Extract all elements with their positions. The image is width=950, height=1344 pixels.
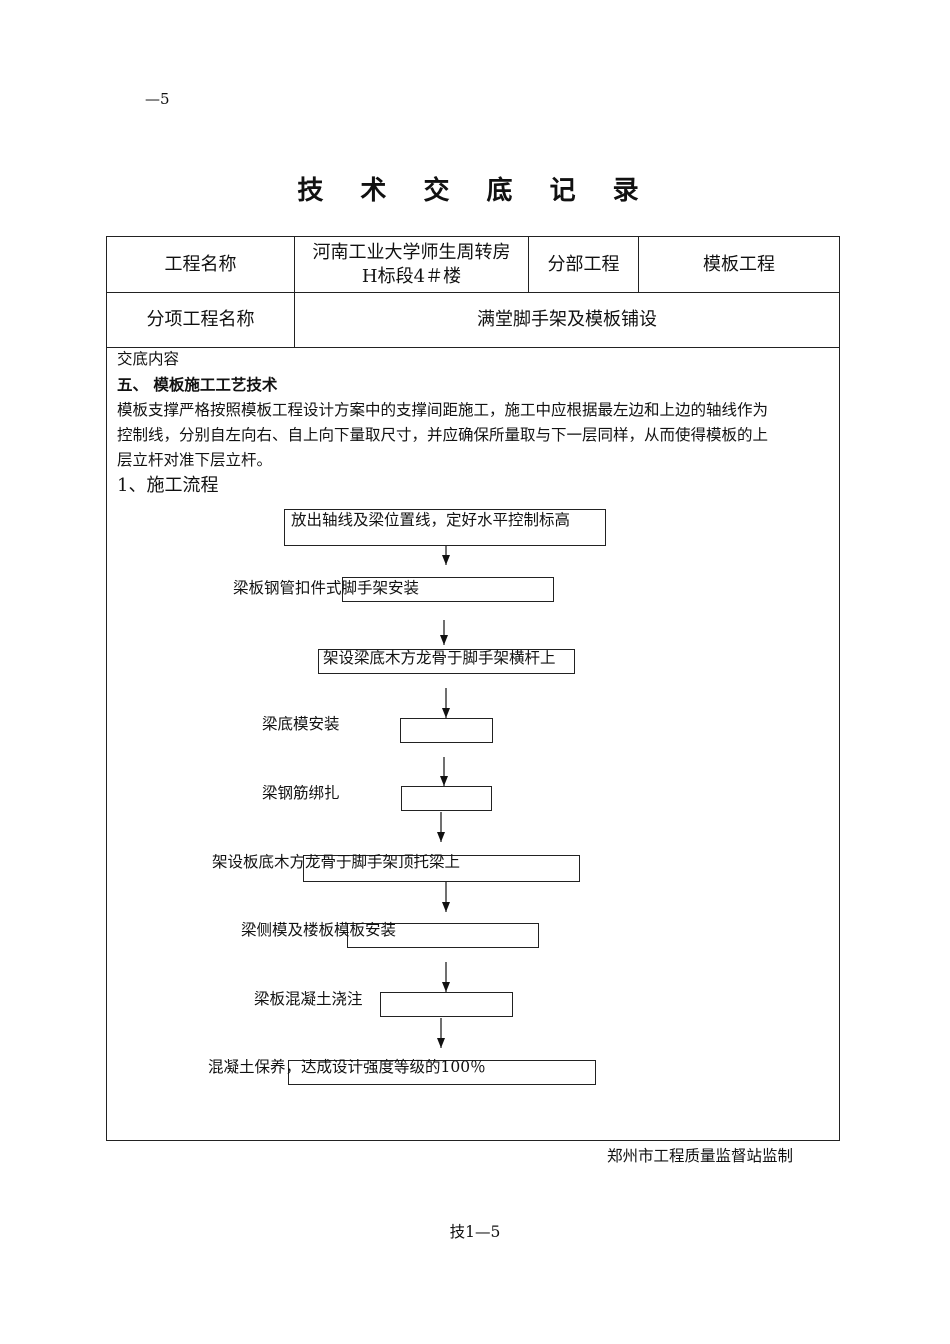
section-title: 五、 模板施工工艺技术: [117, 376, 278, 394]
flow-step-1: 放出轴线及梁位置线，定好水平控制标高: [291, 511, 571, 529]
flow-box: [303, 855, 580, 882]
flow-step-2: 梁板钢管扣件式脚手架安装: [233, 579, 420, 597]
project-name-line2: H标段4＃楼: [361, 265, 462, 287]
paragraph-line: 层立杆对准下层立杆。: [117, 451, 273, 469]
project-name-line1: 河南工业大学师生周转房: [312, 241, 511, 263]
page-header-mark: —5: [145, 90, 170, 108]
flow-box: [342, 577, 554, 602]
table-divider: [107, 292, 839, 293]
flow-box: [400, 718, 493, 743]
division-value: 模板工程: [703, 253, 775, 275]
flow-step-9: 混凝土保养，达成设计强度等级的100％: [208, 1058, 486, 1076]
flow-step-7: 梁侧模及楼板模板安装: [241, 921, 397, 939]
page-number: 技1—5: [449, 1223, 501, 1241]
flow-box: [284, 509, 606, 546]
table-divider: [294, 237, 295, 347]
paragraph-line: 控制线，分别自左向右、自上向下量取尺寸，并应确保所量取与下一层同样，从而使得模板…: [117, 426, 769, 444]
flow-step-4: 梁底模安装: [262, 715, 340, 733]
record-table: 工程名称 河南工业大学师生周转房 H标段4＃楼 分部工程 模板工程 分项工程名称…: [106, 236, 840, 1141]
flow-box: [347, 923, 539, 948]
content-heading: 交底内容: [117, 350, 180, 368]
project-name-label: 工程名称: [164, 253, 237, 275]
footer-note: 郑州市工程质量监督站监制: [607, 1147, 794, 1165]
subitem-value: 满堂脚手架及模板铺设: [477, 309, 657, 330]
division-label: 分部工程: [547, 253, 620, 275]
subitem-label: 分项工程名称: [146, 309, 255, 330]
flow-box: [401, 786, 492, 811]
flow-box: [318, 649, 575, 674]
flow-step-6: 架设板底木方龙骨于脚手架顶托梁上: [212, 853, 461, 871]
document-title: 技 术 交 底 记 录: [297, 176, 653, 206]
flow-step-8: 梁板混凝土浇注: [254, 990, 363, 1008]
table-divider: [107, 347, 839, 348]
flow-step-3: 架设梁底木方龙骨于脚手架横杆上: [323, 649, 556, 667]
project-name-value: 河南工业大学师生周转房 H标段4＃楼: [295, 237, 528, 292]
flow-box: [288, 1060, 596, 1085]
paragraph-line: 模板支撑严格按照模板工程设计方案中的支撑间距施工，施工中应根据最左边和上边的轴线…: [117, 401, 769, 419]
flow-heading: 1、施工流程: [117, 475, 219, 496]
table-divider: [638, 237, 639, 292]
flow-box: [380, 992, 513, 1017]
table-divider: [528, 237, 529, 292]
flow-step-5: 梁钢筋绑扎: [262, 784, 340, 802]
